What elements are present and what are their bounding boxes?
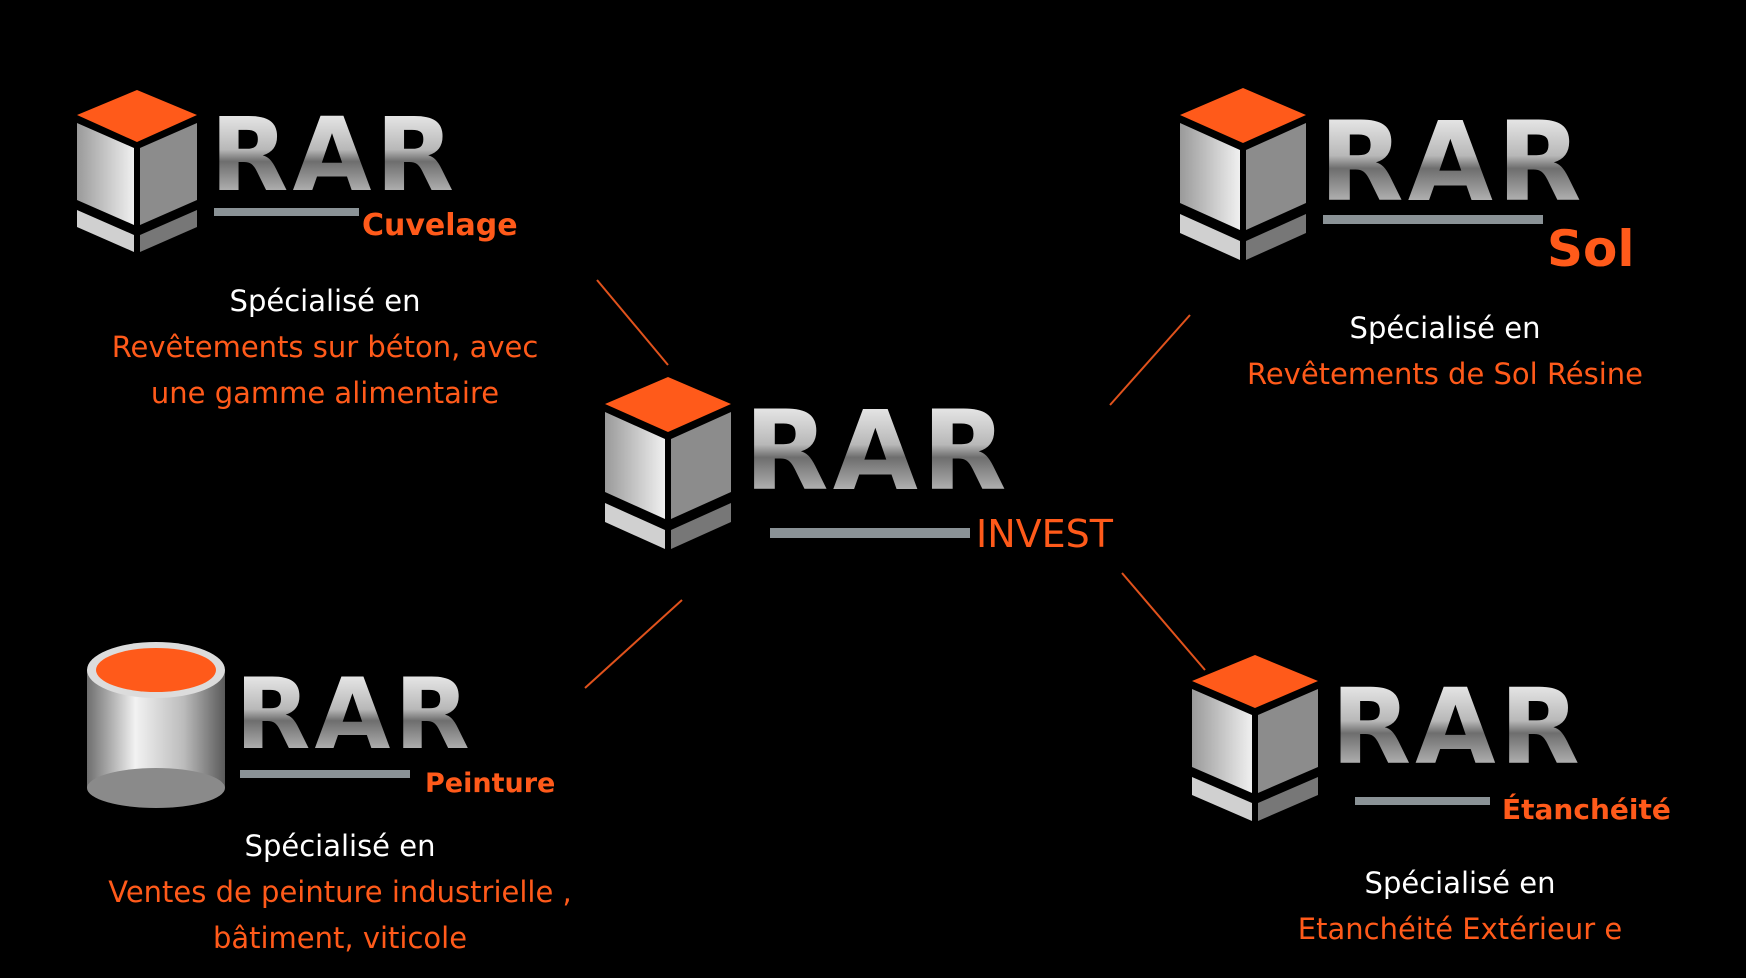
- logo-name: RAR: [1331, 666, 1584, 788]
- desc-line: une gamme alimentaire: [150, 376, 500, 410]
- desc-line: Ventes de peinture industrielle ,: [108, 875, 572, 909]
- desc-etancheite: Spécialisé en Etanchéité Extérieur e: [1190, 860, 1730, 952]
- desc-line: Etanchéité Extérieur e: [1297, 912, 1623, 946]
- paint-can-icon: [87, 642, 225, 808]
- logo-underline: [770, 528, 970, 538]
- cube-icon: [1180, 88, 1306, 260]
- logo-name: RAR: [235, 658, 474, 772]
- logo-peinture: RAR Peinture: [85, 640, 605, 830]
- logo-sol: RAR Sol: [1175, 88, 1695, 298]
- desc-line: Revêtements sur béton, avec: [111, 330, 539, 364]
- connector-etancheite: [1121, 572, 1206, 671]
- connector-sol: [1109, 314, 1191, 406]
- logo-name: RAR: [210, 96, 458, 215]
- connector-cuvelage: [596, 279, 669, 366]
- logo-sub: Cuvelage: [362, 208, 518, 243]
- cube-icon: [1192, 655, 1318, 821]
- logo-underline: [214, 208, 359, 216]
- desc-line: Revêtements de Sol Résine: [1246, 357, 1644, 391]
- connector-peinture: [584, 599, 683, 689]
- logo-cuvelage: RAR Cuvelage: [72, 90, 592, 280]
- desc-cuvelage: Spécialisé en Revêtements sur béton, ave…: [60, 278, 590, 416]
- logo-invest[interactable]: RAR INVEST: [600, 377, 1120, 587]
- desc-line: bâtiment, viticole: [212, 921, 468, 955]
- desc-intro: Spécialisé en: [229, 284, 421, 318]
- logo-etancheite: RAR Étanchéité: [1187, 655, 1707, 855]
- logo-name: RAR: [1319, 98, 1586, 226]
- cube-icon: [77, 90, 197, 252]
- logo-underline: [1323, 215, 1543, 224]
- logo-underline: [1355, 797, 1490, 805]
- desc-intro: Spécialisé en: [1364, 866, 1556, 900]
- logo-sub: Peinture: [425, 768, 555, 799]
- desc-intro: Spécialisé en: [244, 829, 436, 863]
- logo-sub: Étanchéité: [1502, 792, 1671, 826]
- logo-underline: [240, 770, 410, 778]
- desc-intro: Spécialisé en: [1349, 311, 1541, 345]
- desc-sol: Spécialisé en Revêtements de Sol Résine: [1175, 305, 1715, 397]
- cube-icon: [605, 377, 731, 549]
- logo-name: RAR: [744, 387, 1011, 515]
- logo-sub: INVEST: [976, 512, 1114, 556]
- logo-sub: Sol: [1547, 220, 1635, 278]
- desc-peinture: Spécialisé en Ventes de peinture industr…: [60, 823, 620, 961]
